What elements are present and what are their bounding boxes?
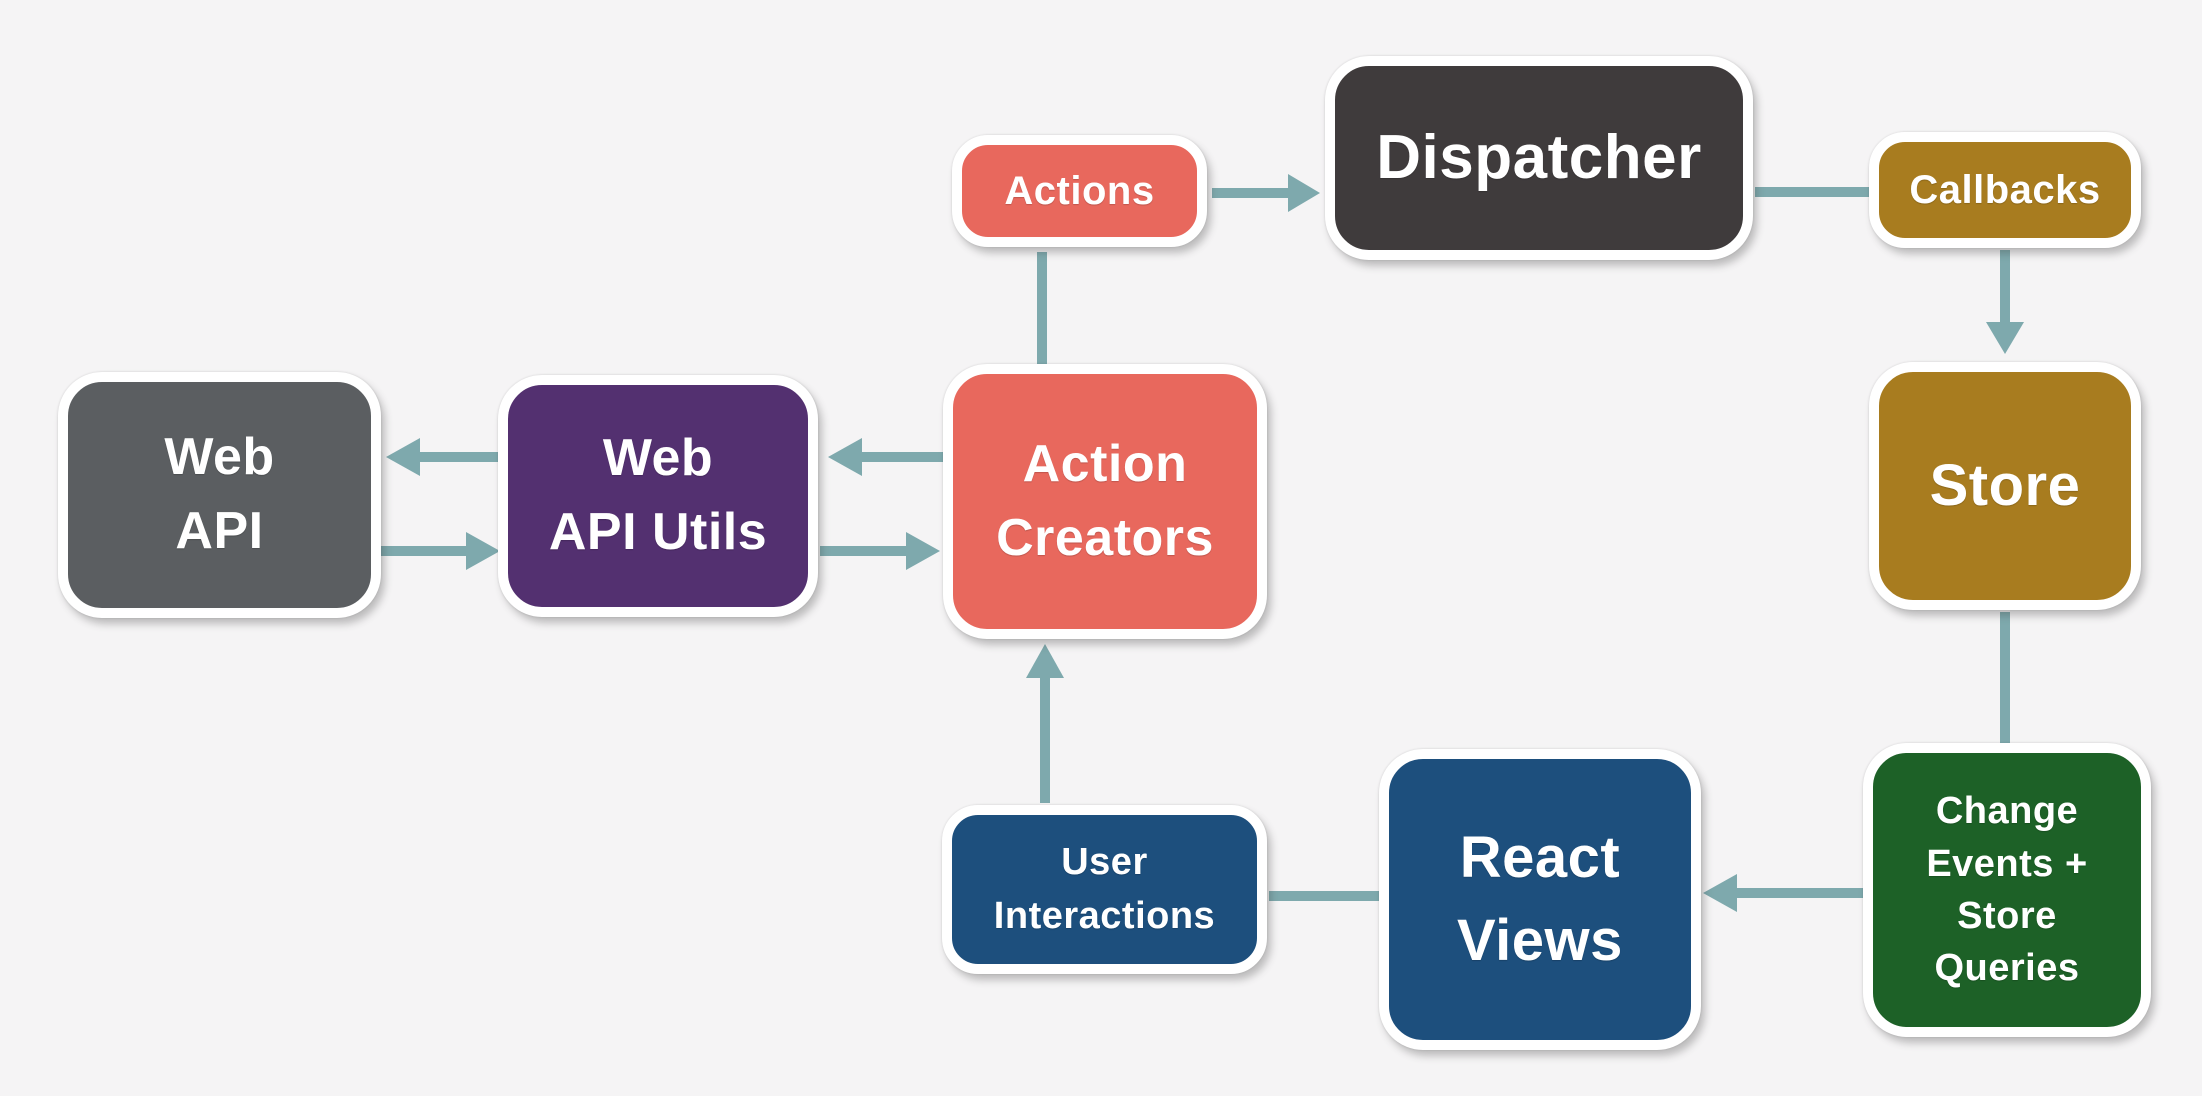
node-user-interactions-label: User Interactions	[993, 840, 1216, 937]
node-react-views: React Views	[1379, 749, 1701, 1050]
arrow-actions-to-dispatcher	[1212, 174, 1320, 212]
node-user-interactions: User Interactions	[942, 805, 1267, 974]
node-react-views-label: React Views	[1457, 825, 1623, 973]
node-callbacks: Callbacks	[1869, 132, 2141, 248]
node-web-api-utils: Web API Utils	[498, 375, 818, 617]
arrow-callbacks-to-store	[1986, 250, 2024, 354]
arrow-web-api-utils-to-web-api	[386, 438, 500, 476]
arrow-action-creators-to-web-api-utils	[828, 438, 945, 476]
arrow-user-interactions-to-action-creators	[1026, 644, 1064, 803]
node-action-creators: Action Creators	[943, 364, 1267, 639]
node-callbacks-label: Callbacks	[1909, 167, 2101, 212]
node-change-events-label: Change Events + Store Queries	[1926, 790, 2088, 990]
node-actions: Actions	[952, 135, 1207, 247]
node-web-api-utils-label: Web API Utils	[548, 429, 768, 561]
node-actions-label: Actions	[1004, 168, 1155, 213]
node-store-label: Store	[1929, 452, 2081, 518]
node-action-creators-label: Action Creators	[996, 434, 1214, 567]
node-change-events: Change Events + Store Queries	[1863, 743, 2151, 1037]
node-dispatcher-label: Dispatcher	[1376, 122, 1702, 192]
node-web-api: Web API	[58, 372, 381, 618]
node-dispatcher: Dispatcher	[1325, 56, 1753, 260]
arrow-web-api-utils-to-action-creators	[820, 532, 940, 570]
node-web-api-label: Web API	[164, 428, 275, 560]
node-store: Store	[1869, 362, 2141, 610]
arrow-web-api-to-web-api-utils	[379, 532, 500, 570]
arrow-change-events-to-react-views	[1703, 874, 1865, 912]
